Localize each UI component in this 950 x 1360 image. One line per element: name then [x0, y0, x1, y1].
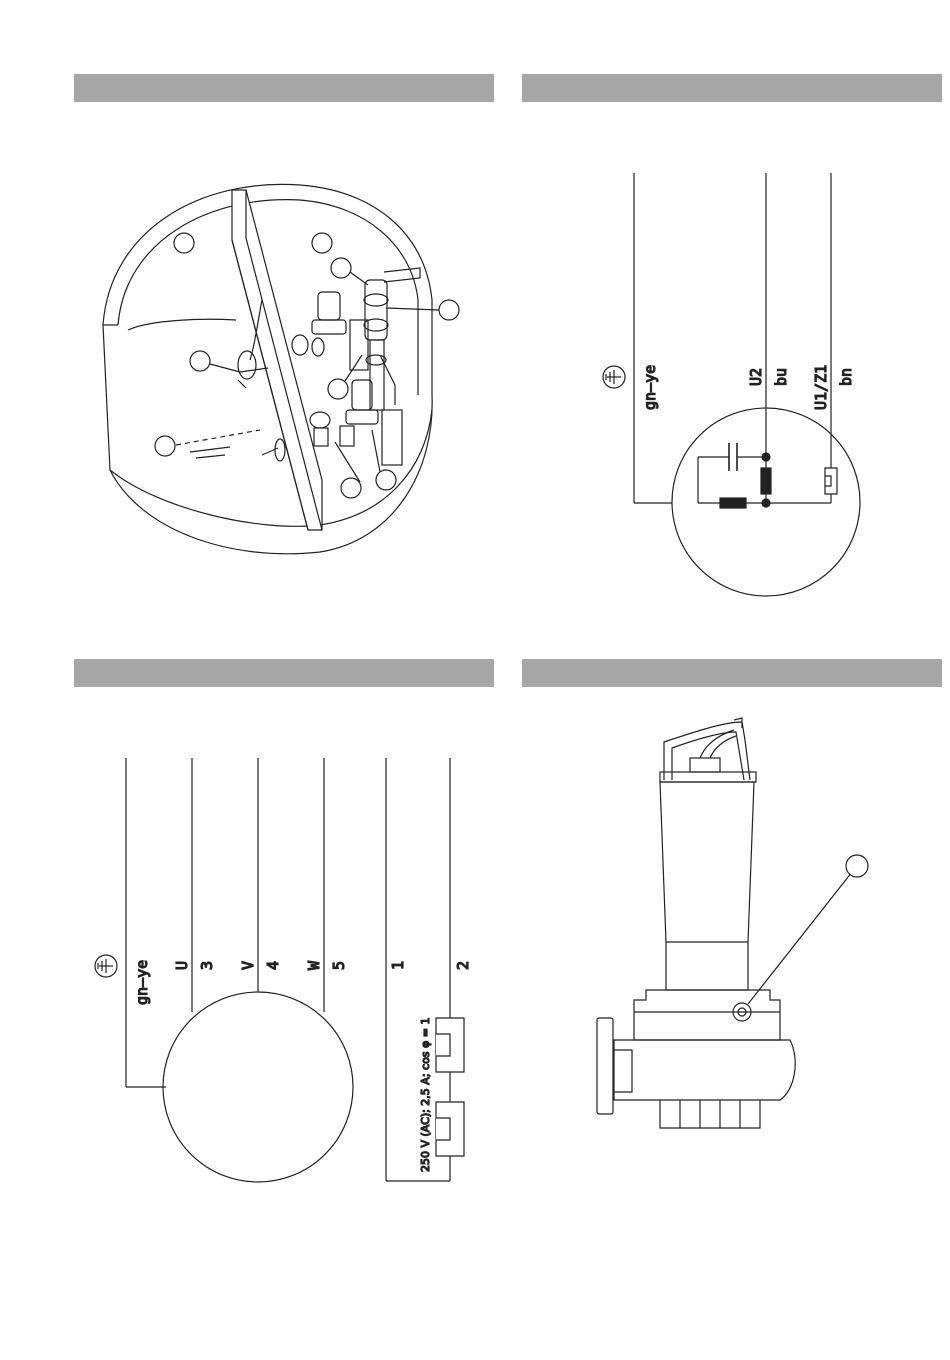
- callout-marker: [312, 233, 332, 253]
- phase-u-label: U: [173, 961, 191, 970]
- phase-u-number: 3: [198, 961, 216, 970]
- pump-volute: [614, 1040, 795, 1100]
- earth-ground-icon: [603, 366, 625, 388]
- callout-marker: [846, 855, 868, 877]
- mixer-icon: [238, 351, 256, 379]
- pump-chamber-illustration: [103, 184, 459, 553]
- callout-marker: [331, 258, 351, 278]
- chamber-floor-edge: [110, 410, 432, 526]
- motor-circle: [163, 992, 353, 1182]
- submersible-pump-illustration: [597, 718, 868, 1128]
- sensor-2-number: 2: [454, 961, 472, 970]
- water-level: [176, 430, 260, 445]
- lifting-handle-icon: [664, 722, 750, 780]
- inlet-pipe-icon: [275, 439, 285, 461]
- main-winding-icon: [761, 468, 771, 494]
- three-phase-wiring-diagram: gn–ye U 3 V 4 W 5 1 2 250 V (AC); 2,5 A;…: [95, 758, 472, 1182]
- u1z1-color-label: bn: [837, 368, 855, 386]
- phase-v-label: V: [239, 961, 257, 970]
- cable-gland-icon: [690, 758, 720, 772]
- callout-marker: [328, 379, 348, 399]
- sensor-1-number: 1: [389, 961, 407, 970]
- earth-ground-icon: [95, 955, 117, 977]
- callout-marker: [341, 478, 361, 498]
- phase-w-label: W: [305, 960, 323, 970]
- callout-marker: [174, 233, 194, 253]
- earth-label: gn–ye: [641, 365, 659, 410]
- single-phase-wiring-diagram: gn–ye U2 bu U1/Z1 bn: [603, 173, 860, 596]
- u2-color-label: bu: [772, 368, 790, 386]
- callout-marker: [155, 436, 175, 456]
- callout-marker: [376, 470, 396, 490]
- motor-housing: [660, 782, 754, 942]
- callout-marker: [439, 300, 459, 320]
- u1z1-label: U1/Z1: [812, 365, 830, 410]
- phase-w-number: 5: [330, 961, 348, 970]
- earth-label: gn–ye: [133, 960, 151, 1005]
- seal-chamber: [634, 990, 780, 1040]
- pump-base: [660, 1100, 760, 1128]
- thermal-switch-icon: [436, 1102, 464, 1156]
- discharge-flange: [597, 1018, 613, 1114]
- callout-marker: [190, 351, 210, 371]
- u2-label: U2: [747, 368, 765, 386]
- motor-cap: [660, 772, 756, 782]
- thermal-switch-icon: [436, 1018, 464, 1072]
- auxiliary-winding-icon: [720, 498, 746, 508]
- phase-v-number: 4: [264, 961, 282, 970]
- sensor-rating-label: 250 V (AC); 2,5 A; cos φ = 1: [419, 1018, 432, 1173]
- pump-2-icon: [346, 380, 402, 465]
